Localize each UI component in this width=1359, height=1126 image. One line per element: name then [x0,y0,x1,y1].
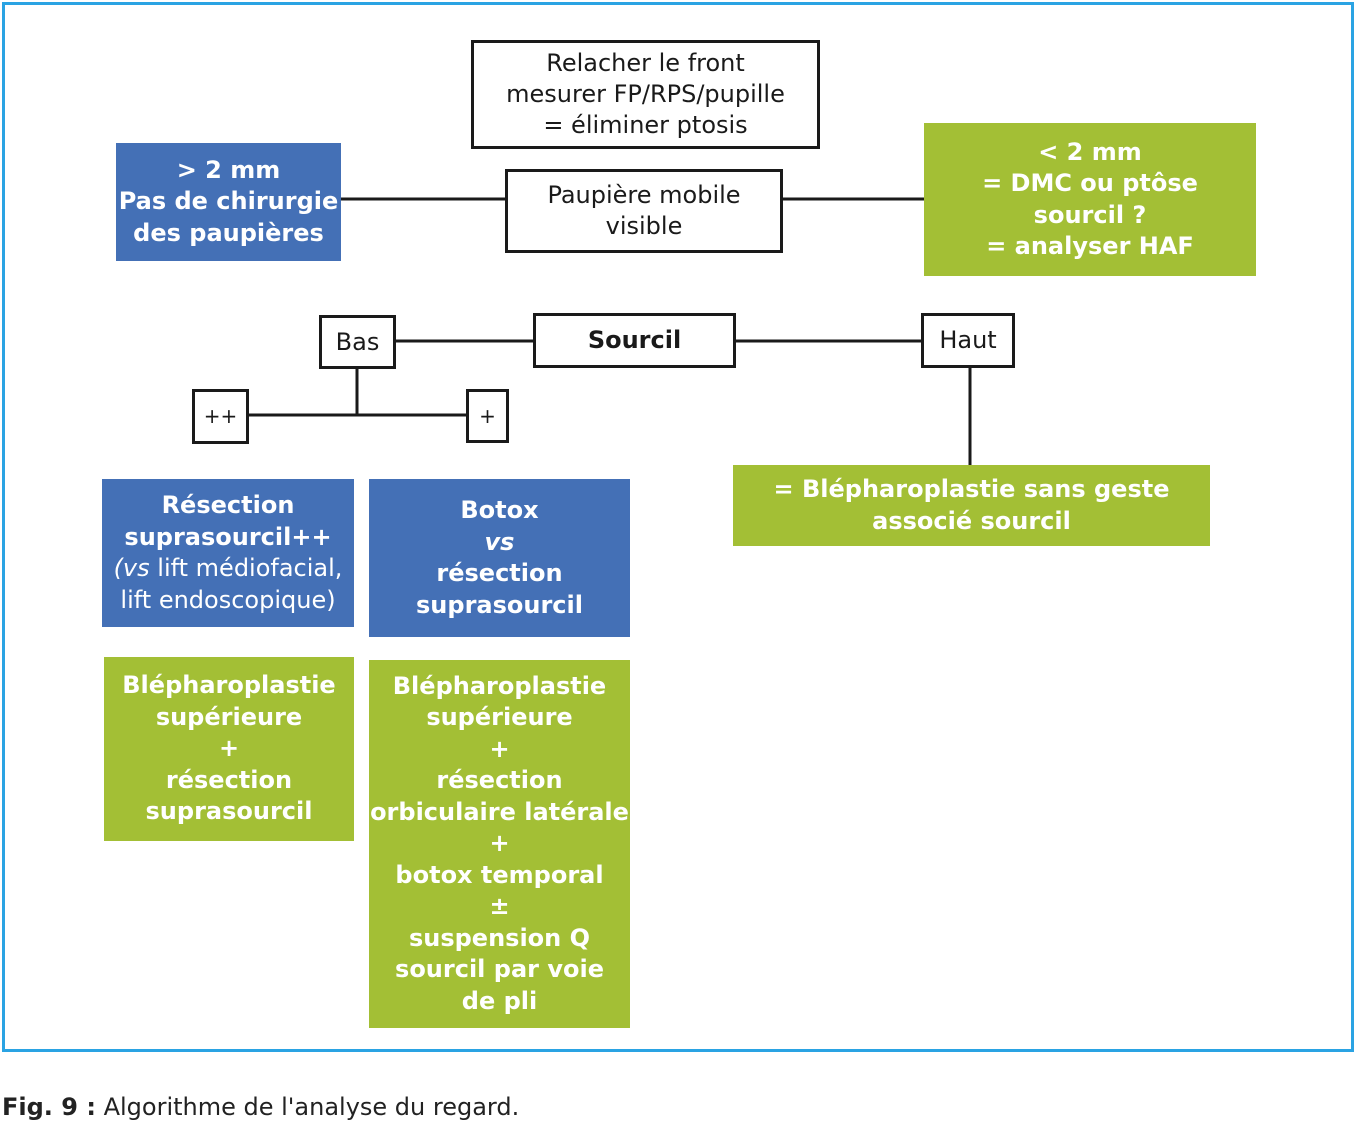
caption-label: Fig. 9 : [2,1093,96,1121]
box-line: suprasourcil [145,797,313,826]
box-line: = DMC ou ptôse [982,169,1198,197]
box-line: Blépharoplastie [122,671,336,700]
relax-forehead-box: Relacher le front mesurer FP/RPS/pupille… [471,40,820,149]
box-line: vs [484,527,515,556]
box-line: résection [436,559,563,587]
box-line: sourcil par voie [395,955,604,984]
box-line: visible [605,212,683,240]
under-2mm-box: < 2 mm = DMC ou ptôse sourcil ? = analys… [924,123,1256,276]
box-line: + [489,734,510,763]
plus-label: + [479,403,496,428]
caption-text: Algorithme de l'analyse du regard. [95,1093,520,1121]
sourcil-box: Sourcil [533,313,736,368]
box-line: lift endoscopique) [120,585,336,614]
blepharoplasty-left-box: Blépharoplastie supérieure + résection s… [104,657,354,841]
blepharoplasty-mid-box: Blépharoplastie supérieure + résection o… [369,660,630,1028]
box-line: ± [489,892,510,921]
box-line: suprasourcil++ [124,522,332,551]
resection-box: Résection suprasourcil++ (vs lift médiof… [102,479,354,627]
plusplus-label: ++ [203,404,238,428]
box-line: Botox [460,496,539,524]
sourcil-label: Sourcil [587,326,682,354]
box-line: Relacher le front [546,49,745,77]
box-line: Paupière mobile [547,181,741,209]
box-line: supérieure [155,702,303,731]
box-line: résection [165,765,293,794]
box-line: Pas de chirurgie [118,187,339,216]
box-line: < 2 mm [1038,137,1142,166]
box-line: orbiculaire latérale [370,797,629,826]
mobile-eyelid-box: Paupière mobile visible [505,169,783,253]
box-line: mesurer FP/RPS/pupille [506,80,785,108]
box-line: Blépharoplastie [392,671,607,700]
haut-label: Haut [939,326,997,354]
haut-box: Haut [921,313,1015,368]
bas-box: Bas [319,315,396,369]
box-line: sourcil ? [1033,200,1147,229]
box-line: = analyser HAF [986,232,1194,260]
over-2mm-box: > 2 mm Pas de chirurgie des paupières [116,143,341,261]
italic-vs: (vs [113,554,150,582]
box-line: botox temporal [395,860,604,889]
box-line: supérieure [426,703,573,732]
plusplus-box: ++ [192,389,249,444]
haut-result-box: = Blépharoplastie sans geste associé sou… [733,465,1210,546]
box-line: = Blépharoplastie sans geste [773,475,1170,503]
box-line: + [489,829,510,858]
botox-box: Botox vs résection suprasourcil [369,479,630,637]
bas-label: Bas [335,327,380,356]
figure-caption: Fig. 9 : Algorithme de l'analyse du rega… [2,1093,519,1121]
box-line: résection [436,766,563,795]
diagram-frame [2,2,1354,1052]
box-line: suprasourcil [416,590,583,619]
box-line: Résection [161,491,295,519]
plus-box: + [466,389,509,443]
box-line: (vs lift médiofacial, [114,553,343,585]
box-line: des paupières [133,218,324,247]
box-line: + [218,734,240,763]
box-line: > 2 mm [176,155,281,184]
box-line: de pli [461,986,538,1015]
box-line: = éliminer ptosis [543,111,748,139]
box-line: suspension Q [408,923,591,952]
box-line: associé sourcil [872,506,1071,535]
box-line-rest: lift médiofacial, [149,554,343,582]
